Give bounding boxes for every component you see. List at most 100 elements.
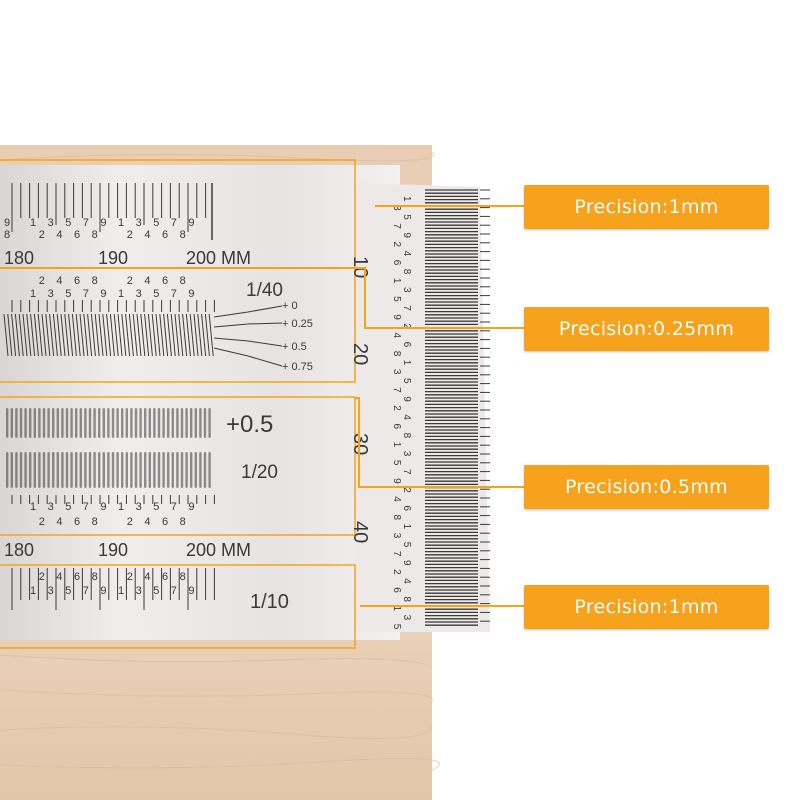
slanted-tick <box>68 313 74 357</box>
slot-mark <box>88 452 92 488</box>
slot-mark <box>153 408 156 438</box>
arm-digit: 3 <box>391 205 402 211</box>
slanted-tick <box>98 313 104 357</box>
slot-mark <box>65 408 69 438</box>
slot-mark <box>93 452 96 488</box>
slanted-tick <box>182 313 188 357</box>
slanted-tick <box>117 313 123 357</box>
slot-mark <box>70 408 73 438</box>
slot-mark <box>176 452 179 488</box>
ruler-plate <box>0 165 400 640</box>
slot-mark <box>19 408 23 438</box>
slot-mark <box>185 408 188 438</box>
slot-mark <box>98 452 101 488</box>
slanted-tick <box>7 313 13 357</box>
digit-upper: 1 <box>118 501 124 513</box>
slanted-tick <box>106 313 112 357</box>
arm-digit: 5 <box>391 296 402 302</box>
digit-upper: 9 <box>100 501 106 513</box>
slanted-tick <box>201 313 207 357</box>
connector-025mm <box>365 327 525 329</box>
slot-mark <box>102 452 105 488</box>
digit-lower: 8 <box>92 275 98 287</box>
arm-digit: 7 <box>391 223 402 229</box>
arm-digit: 7 <box>391 387 402 393</box>
digit-lower: 4 <box>144 571 150 583</box>
slot-mark <box>102 408 105 438</box>
connector-140-branch <box>0 267 365 269</box>
arm-digit: 1 <box>391 278 402 284</box>
digit-lower: 6 <box>162 275 168 287</box>
slanted-tick <box>102 313 108 357</box>
arm-digit: 2 <box>391 242 402 248</box>
slanted-tick <box>155 313 161 357</box>
offset-plus-05: +0.5 <box>226 411 273 438</box>
digit-lower: 2 <box>127 516 133 528</box>
digit-upper: 1 <box>30 288 36 300</box>
slanted-tick <box>3 313 9 357</box>
digit-upper: 7 <box>83 501 89 513</box>
digit-lower: 6 <box>162 516 168 528</box>
digit-upper: 9 <box>100 585 106 597</box>
arm-digit: 5 <box>401 378 412 384</box>
digit-lower: 8 <box>92 571 98 583</box>
slot-mark <box>52 452 55 488</box>
slanted-tick <box>113 313 119 357</box>
digit-lower: 8 <box>180 571 186 583</box>
digit-upper: 3 <box>136 585 142 597</box>
slot-mark <box>176 408 179 438</box>
digit-lower: 8 <box>92 516 98 528</box>
slanted-tick <box>30 313 36 357</box>
slot-mark <box>47 408 50 438</box>
slot-mark <box>6 408 9 438</box>
slanted-tick <box>144 313 150 357</box>
digit-lower: 4 <box>144 229 150 241</box>
digit-upper: 7 <box>171 288 177 300</box>
slot-mark <box>203 408 207 438</box>
digit-upper: 7 <box>171 217 177 229</box>
callout-precision-1mm-top: Precision:1mm <box>524 185 769 229</box>
slot-mark <box>167 408 170 438</box>
digit-lower: 4 <box>56 275 62 287</box>
digit-upper: 5 <box>65 501 71 513</box>
arm-digit: 6 <box>391 260 402 266</box>
arm-ticks: 1357924681357924681357924681357924681357… <box>391 189 490 630</box>
digit-upper: 1 <box>118 217 124 229</box>
arm-digit: 3 <box>401 615 412 621</box>
slot-mark <box>171 452 174 488</box>
digit-upper: 5 <box>153 585 159 597</box>
arm-digit: 4 <box>401 251 412 257</box>
digit-lower: 8 <box>180 229 186 241</box>
digit-lower: 4 <box>144 516 150 528</box>
offset-leaders <box>213 305 283 367</box>
slot-mark <box>134 452 138 488</box>
digit-upper: 9 <box>100 217 106 229</box>
arm-digit: 3 <box>391 533 402 539</box>
arm-digit: 1 <box>401 196 412 202</box>
digit-upper: 5 <box>153 288 159 300</box>
arm-digit: 4 <box>391 333 402 339</box>
slanted-tick <box>26 313 32 357</box>
digit-lower: 4 <box>56 571 62 583</box>
connector-120-vertical <box>358 397 360 488</box>
arm-digit: 6 <box>401 505 412 511</box>
slot-mark <box>167 452 170 488</box>
digit-upper: 5 <box>153 217 159 229</box>
slot-mark <box>190 408 193 438</box>
slot-mark <box>10 408 13 438</box>
connector-120-branch <box>355 397 360 399</box>
slanted-tick <box>178 313 184 357</box>
slot-mark <box>70 452 73 488</box>
arm-digit: 8 <box>401 269 412 275</box>
arm-digit: 1 <box>391 606 402 612</box>
slanted-tick <box>189 313 195 357</box>
arm-digit: 1 <box>401 524 412 530</box>
slot-mark <box>144 452 147 488</box>
digit-upper: 1 <box>118 585 124 597</box>
slanted-tick <box>41 313 47 357</box>
digit-upper: 3 <box>48 501 54 513</box>
offset-025: + 0.25 <box>282 318 313 330</box>
digit-upper: 9 <box>188 585 194 597</box>
digit-upper: 5 <box>65 288 71 300</box>
digit-lower: 6 <box>74 516 80 528</box>
